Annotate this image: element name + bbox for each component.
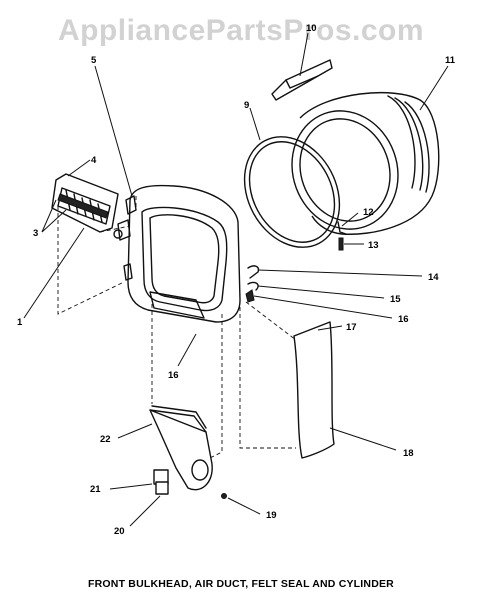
lint-filter-part (51, 173, 119, 233)
callout-4: 4 (91, 155, 97, 166)
callout-21: 21 (90, 484, 101, 495)
watermark-logo: AppliancePartsPros.com (57, 14, 425, 47)
felt-seal-part (243, 136, 341, 248)
leader-lines (23, 32, 449, 527)
callout-19: 19 (266, 510, 277, 521)
callout-12: 12 (363, 207, 374, 218)
small-clips-parts (245, 265, 260, 303)
callout-3: 3 (33, 228, 38, 239)
callout-1: 1 (17, 317, 23, 328)
baffle-part (271, 59, 333, 101)
callout-9: 9 (244, 100, 249, 111)
callout-17: 17 (346, 322, 357, 333)
diagram-caption: FRONT BULKHEAD, AIR DUCT, FELT SEAL AND … (88, 578, 394, 590)
callout-20: 20 (114, 526, 125, 537)
callout-13: 13 (368, 240, 379, 251)
air-duct-part (149, 405, 227, 499)
callout-14: 14 (428, 272, 439, 283)
callout-labels: 5 4 3 1 9 10 11 12 13 14 15 16 17 16 18 … (17, 23, 456, 537)
callout-10: 10 (306, 23, 317, 34)
callout-22: 22 (100, 434, 111, 445)
drum-cylinder-part (291, 91, 440, 235)
felt-strip-part (293, 321, 335, 459)
callout-11: 11 (445, 55, 456, 66)
callout-16-right: 16 (398, 314, 409, 325)
callout-18: 18 (403, 448, 414, 459)
drum-clip-part (337, 221, 347, 251)
callout-5: 5 (91, 55, 97, 66)
alignment-lines (57, 196, 297, 459)
callout-16-left: 16 (168, 370, 179, 381)
front-bulkhead-part (113, 184, 241, 323)
callout-15: 15 (390, 294, 401, 305)
